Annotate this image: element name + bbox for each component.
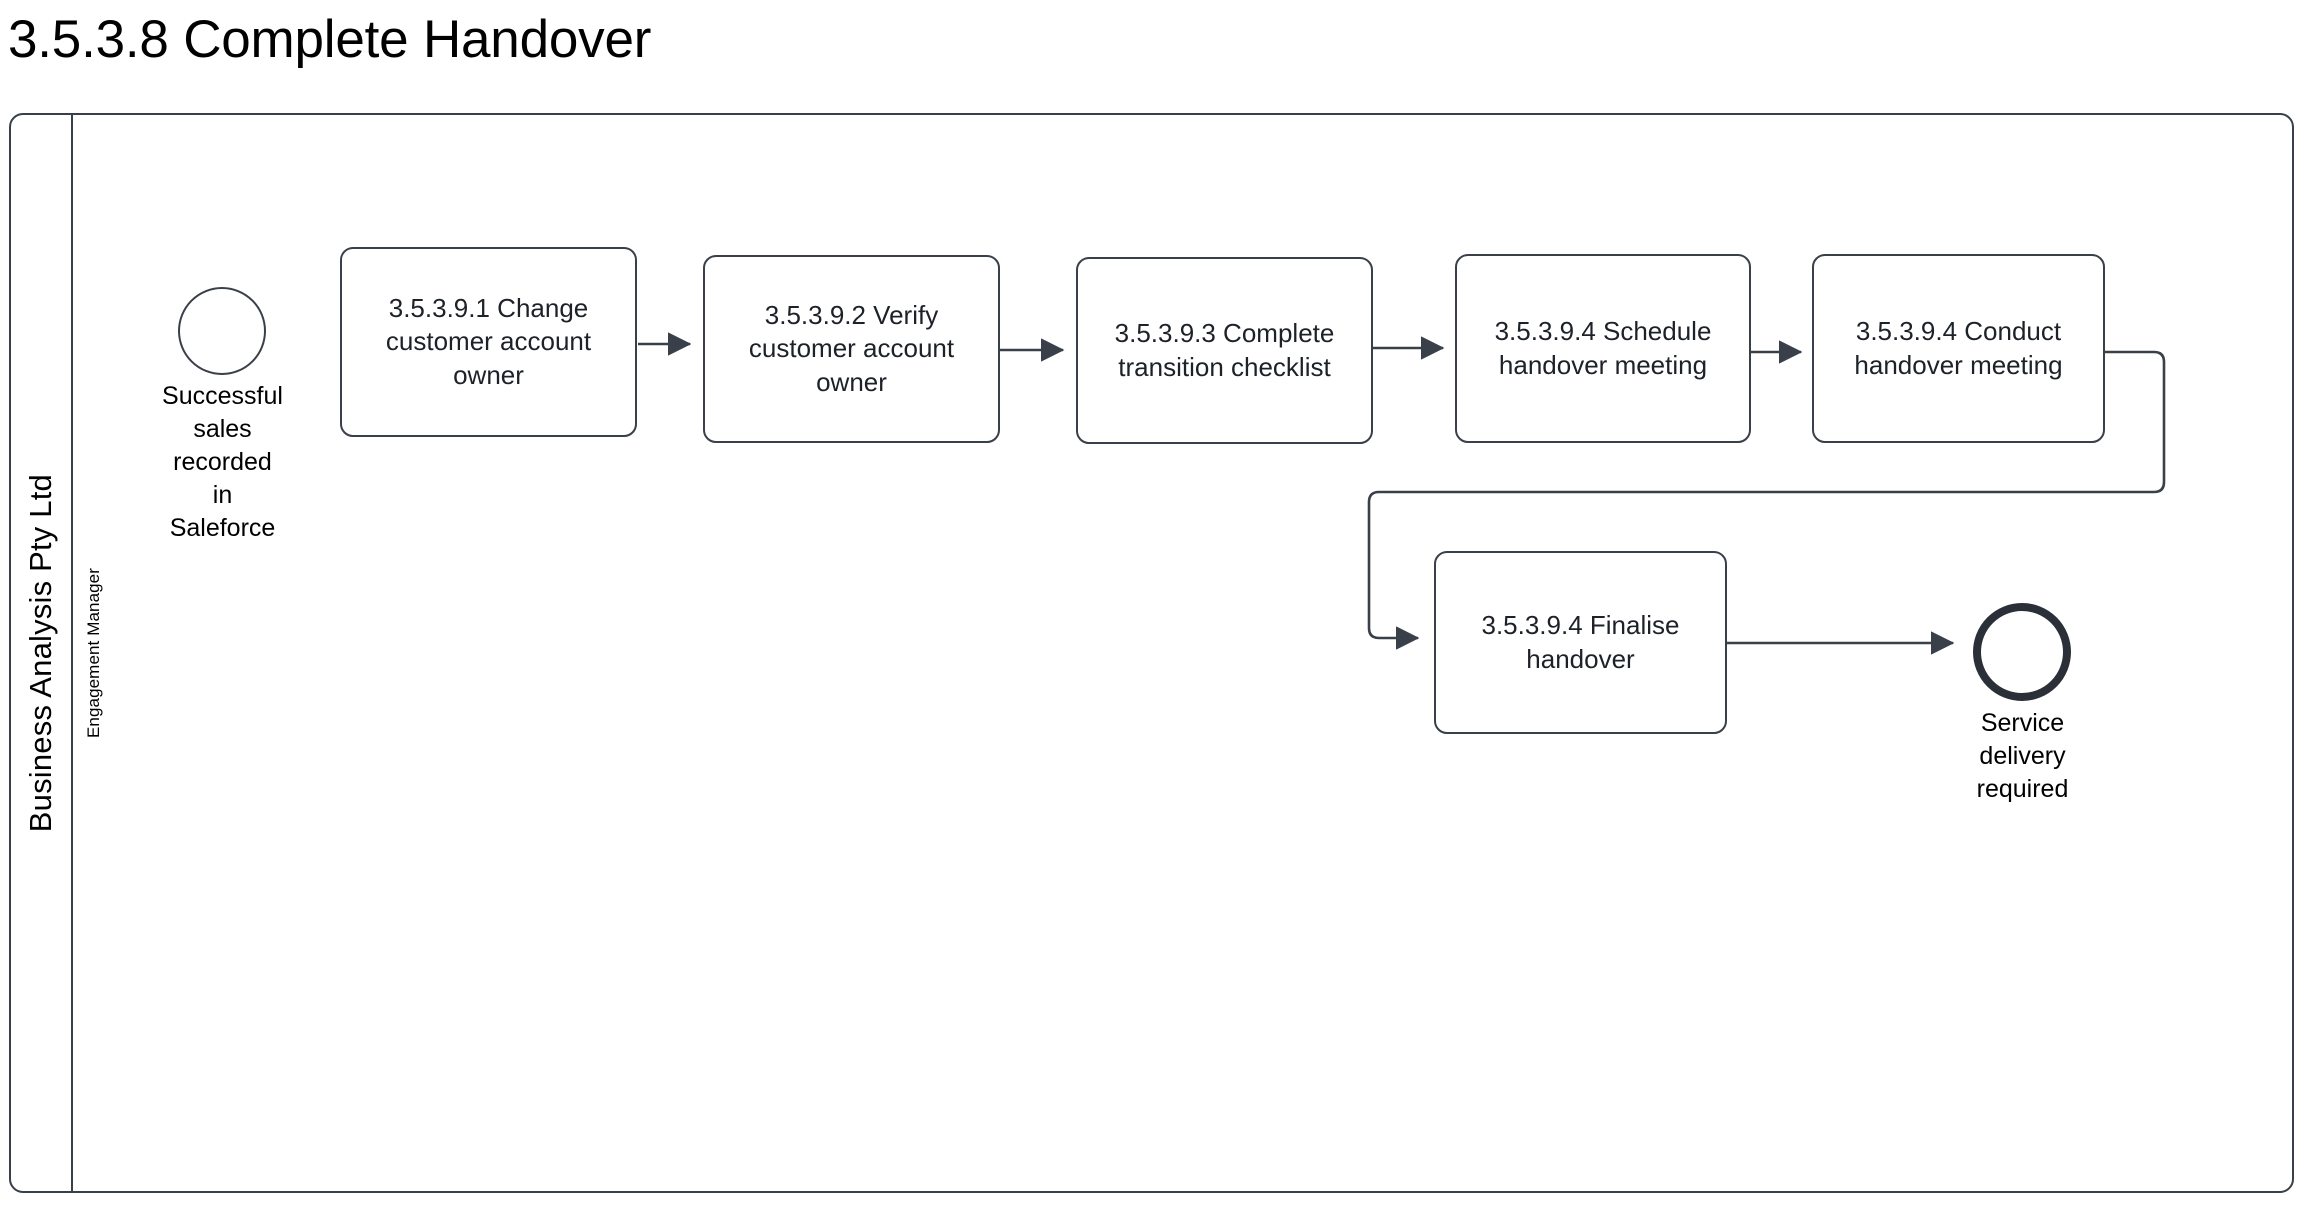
end-event-label: Service delivery required <box>1976 709 2069 803</box>
task-conduct-meeting[interactable]: 3.5.3.9.4 Conduct handover meeting <box>1812 254 2105 443</box>
task-verify-owner-label: 3.5.3.9.2 Verify customer account owner <box>748 300 955 397</box>
start-event-label: Successful sales recorded in Saleforce <box>162 382 283 542</box>
task-schedule-meeting-label: 3.5.3.9.4 Schedule handover meeting <box>1494 316 1712 380</box>
task-change-owner[interactable]: 3.5.3.9.1 Change customer account owner <box>340 247 637 437</box>
lane-label-engagement-manager: Engagement Manager <box>84 567 103 739</box>
lane-label-band: Engagement Manager <box>73 115 115 1191</box>
task-transition-list[interactable]: 3.5.3.9.3 Complete transition checklist <box>1076 257 1373 444</box>
task-schedule-meeting[interactable]: 3.5.3.9.4 Schedule handover meeting <box>1455 254 1751 443</box>
pool-label: Business Analysis Pty Ltd <box>23 473 58 833</box>
task-verify-owner[interactable]: 3.5.3.9.2 Verify customer account owner <box>703 255 1000 443</box>
task-finalise-label: 3.5.3.9.4 Finalise handover <box>1481 610 1680 674</box>
task-transition-list-label: 3.5.3.9.3 Complete transition checklist <box>1114 318 1335 382</box>
task-finalise[interactable]: 3.5.3.9.4 Finalise handover <box>1434 551 1727 734</box>
task-change-owner-label: 3.5.3.9.1 Change customer account owner <box>385 293 592 390</box>
page-title: 3.5.3.8 Complete Handover <box>8 10 652 69</box>
pool-label-band: Business Analysis Pty Ltd <box>11 115 73 1191</box>
start-event-circle[interactable] <box>178 287 266 375</box>
end-event-circle[interactable] <box>1973 603 2071 701</box>
task-conduct-meeting-label: 3.5.3.9.4 Conduct handover meeting <box>1854 316 2063 380</box>
